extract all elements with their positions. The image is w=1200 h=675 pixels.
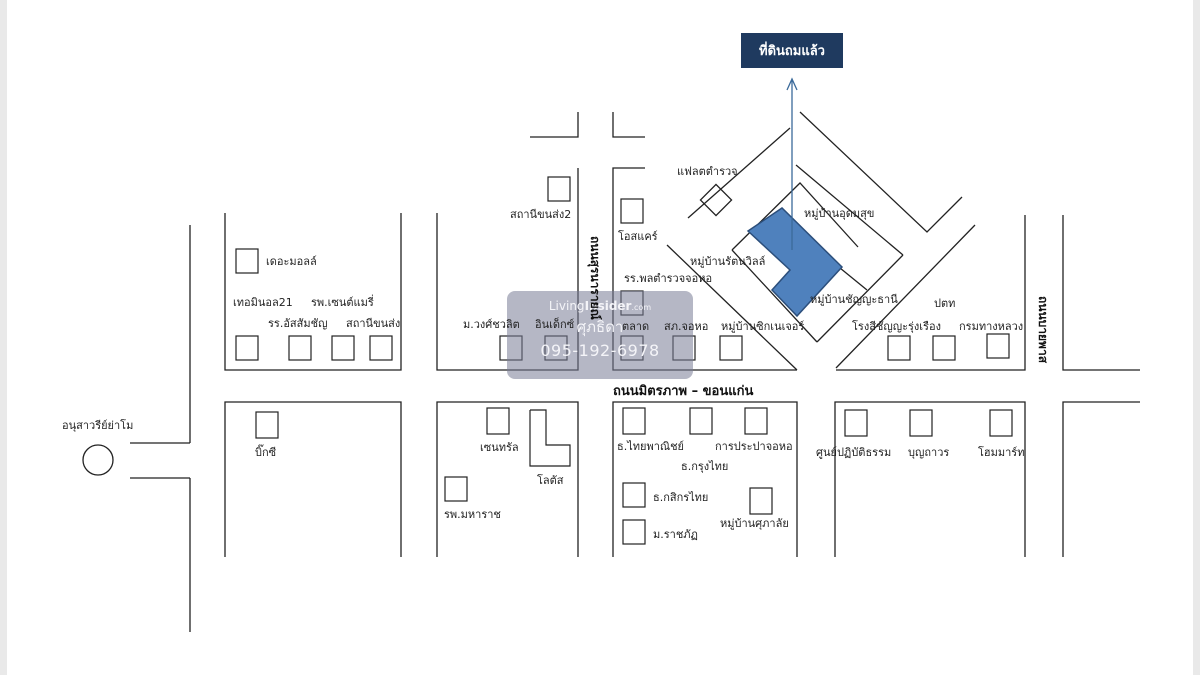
- label-highways: กรมทางหลวง: [959, 320, 1024, 333]
- land-title-badge: ที่ดินถมแล้ว: [741, 33, 843, 68]
- label-bus-station2: สถานีขนส่ง2: [510, 208, 572, 221]
- label-udomsuk: หมู่บ้านอุดมสุข: [804, 207, 875, 220]
- label-assumption: รร.อัสสัมชัญ: [268, 317, 328, 330]
- label-maharat: รพ.มหาราช: [444, 508, 501, 521]
- watermark-phone: 095-192-6978: [540, 341, 660, 360]
- road-edge: [839, 267, 868, 291]
- block-outline: [224, 401, 402, 557]
- label-stmary: รพ.เซนต์แมรี่: [311, 296, 374, 309]
- label-police-station: สภ.จอหอ: [664, 320, 709, 333]
- label-signature: หมู่บ้านซิกเนเจอร์: [721, 320, 805, 333]
- label-ptt: ปตท: [934, 297, 956, 310]
- label-practice-center: ศูนย์ปฏิบัติธรรม: [816, 446, 892, 459]
- road-edge: [835, 224, 976, 369]
- road-edge: [799, 111, 963, 233]
- label-homemart: โฮมมาร์ท: [978, 446, 1025, 459]
- label-rattanaville: หมู่บ้านรัตนวิลล์: [690, 255, 766, 268]
- block-outline: [612, 167, 797, 371]
- block-outline: [1062, 215, 1140, 371]
- label-central: เซนทรัล: [480, 441, 519, 454]
- monument-circle: [82, 444, 114, 476]
- block-outline: [612, 112, 645, 138]
- label-oscare: โอสแคร์: [618, 230, 658, 243]
- block-outline: [612, 401, 798, 557]
- label-suphalai: หมู่บ้านศุภาลัย: [720, 517, 789, 530]
- label-index: อินเด็กซ์: [535, 318, 575, 331]
- land-plot: [746, 207, 844, 318]
- label-police-flat: แฟลตตำรวจ: [677, 165, 738, 178]
- label-bus-station: สถานีขนส่ง: [346, 317, 401, 330]
- road-edge: [731, 249, 818, 343]
- label-waterworks: การประปาจอหอ: [715, 440, 793, 453]
- watermark-agent-name: ศุภธิดา: [576, 318, 624, 336]
- label-bigc: บิ๊กซี: [255, 446, 277, 459]
- block-outline: [224, 213, 402, 371]
- label-lotus: โลตัส: [537, 474, 564, 487]
- block-outline: [530, 112, 579, 138]
- label-market: ตลาด: [622, 320, 650, 333]
- road-label-surinarai: ถนนสุรนารายณ์: [588, 236, 602, 320]
- road-edge: [666, 244, 798, 371]
- watermark: LivingInsider.com ศุภธิดา 095-192-6978: [507, 291, 693, 379]
- label-boonthavorn: บุญถาวร: [908, 446, 950, 459]
- watermark-brand: LivingInsider.com: [548, 299, 652, 313]
- road-edge: [795, 164, 904, 256]
- police-flat-shape: [699, 183, 733, 217]
- label-vongchavalit: ม.วงศ์ชวลิต: [463, 318, 520, 331]
- arrow-head-icon: [786, 77, 798, 91]
- label-chanyathani: หมู่บ้านชัญญะธานี: [810, 293, 898, 306]
- road-edge: [816, 254, 904, 343]
- label-themall: เดอะมอลล์: [266, 255, 317, 268]
- label-kbank: ธ.กสิกรไทย: [653, 491, 709, 504]
- label-terminal21: เทอมินอล21: [233, 296, 293, 309]
- label-police-school: รร.พลตำรวจจอหอ: [624, 272, 713, 285]
- label-monument: อนุสาวรีย์ย่าโม: [62, 419, 134, 432]
- label-scb: ธ.ไทยพาณิชย์: [617, 440, 684, 453]
- label-rajabhat: ม.ราชภัฏ: [653, 528, 698, 541]
- road-label-main: ถนนมิตรภาพ – ขอนแก่น: [613, 384, 754, 399]
- block-outline: [836, 215, 1026, 371]
- block-outline: [1062, 401, 1140, 557]
- road-edge: [687, 127, 791, 219]
- block-outline: [834, 401, 1026, 557]
- label-ktb: ธ.กรุงไทย: [681, 460, 729, 473]
- road-label-bypass: ถนนบายพาส: [1036, 296, 1050, 364]
- label-chanya-mill: โรงสีชัญญะรุ่งเรือง: [852, 320, 941, 333]
- block-outline: [436, 401, 579, 557]
